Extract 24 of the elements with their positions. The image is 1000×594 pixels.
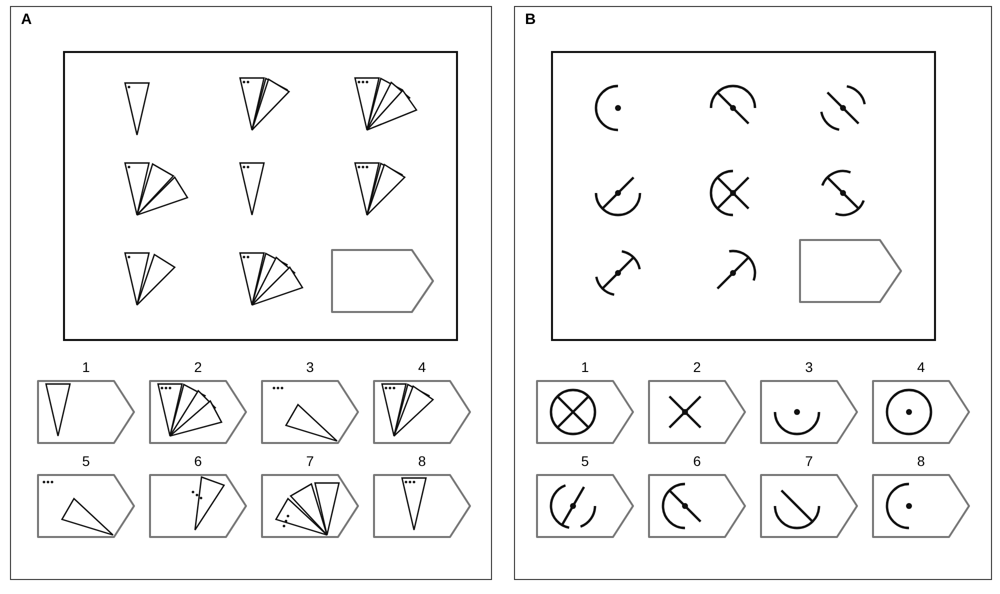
panel-letter: A — [21, 11, 32, 28]
option-number: 3 — [305, 359, 315, 375]
option-number: 8 — [417, 453, 427, 469]
option-number: 5 — [81, 453, 91, 469]
matrix-frame — [63, 51, 458, 341]
matrix-frame — [551, 51, 936, 341]
blank-answer-slot — [331, 249, 434, 313]
option-number: 4 — [916, 359, 926, 375]
option-number: 3 — [804, 359, 814, 375]
puzzle-panel — [10, 6, 492, 580]
option-number: 7 — [305, 453, 315, 469]
option-number: 7 — [804, 453, 814, 469]
option-number: 1 — [81, 359, 91, 375]
option-number: 8 — [916, 453, 926, 469]
option-number: 2 — [692, 359, 702, 375]
option-number: 1 — [580, 359, 590, 375]
option-number: 2 — [193, 359, 203, 375]
option-number: 5 — [580, 453, 590, 469]
option-number: 4 — [417, 359, 427, 375]
option-number: 6 — [193, 453, 203, 469]
option-number: 6 — [692, 453, 702, 469]
puzzle-panel — [514, 6, 992, 580]
blank-answer-slot — [799, 239, 902, 303]
panel-letter: B — [525, 11, 536, 28]
